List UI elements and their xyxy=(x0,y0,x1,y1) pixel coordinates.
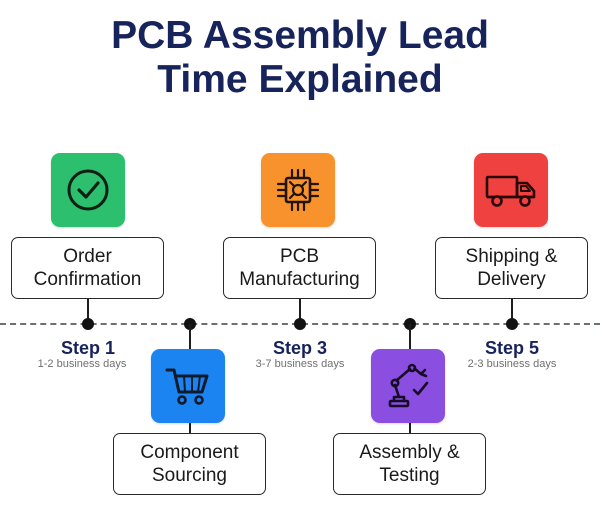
step-1-days: 1-2 business days xyxy=(37,358,127,370)
title-line-2: Time Explained xyxy=(157,58,443,101)
order-confirmation-label: Order Confirmation xyxy=(11,237,164,299)
assembly-testing-tile xyxy=(371,349,445,423)
step-5-title: Step 5 xyxy=(484,338,540,358)
chip-icon xyxy=(276,168,320,212)
stage-label-line: Component xyxy=(140,442,239,463)
timeline-dot-step-5 xyxy=(506,318,518,330)
component-sourcing-tile xyxy=(151,349,225,423)
timeline-dot-step-1 xyxy=(82,318,94,330)
shopping-cart-icon xyxy=(165,368,209,405)
stage-label-line: Testing xyxy=(379,465,440,486)
checkmark-circle-icon xyxy=(67,169,109,211)
connector-stem xyxy=(189,324,191,350)
stage-label-line: Shipping & xyxy=(465,246,558,267)
stage-label-line: Sourcing xyxy=(152,465,227,486)
title-line-1: PCB Assembly Lead xyxy=(111,14,489,57)
delivery-truck-icon xyxy=(485,175,536,207)
step-3-days: 3-7 business days xyxy=(255,358,345,370)
robot-arm-icon xyxy=(388,363,429,408)
connector-stem xyxy=(189,423,191,434)
pcb-manufacturing-tile xyxy=(261,153,335,227)
stage-label-line: PCB xyxy=(279,246,320,267)
stage-label-line: Order xyxy=(63,246,112,267)
connector-stem xyxy=(299,299,301,323)
assembly-testing-label: Assembly & Testing xyxy=(333,433,486,495)
shipping-delivery-label: Shipping & Delivery xyxy=(435,237,588,299)
connector-stem xyxy=(409,423,411,434)
stage-label-line: Delivery xyxy=(477,269,546,290)
pcb-manufacturing-label: PCB Manufacturing xyxy=(223,237,376,299)
page-title: PCB Assembly Lead Time Explained xyxy=(0,14,600,102)
component-sourcing-label: Component Sourcing xyxy=(113,433,266,495)
connector-stem xyxy=(87,299,89,323)
step-5-days: 2-3 business days xyxy=(467,358,557,370)
stage-label-line: Manufacturing xyxy=(239,269,360,290)
step-1-title: Step 1 xyxy=(60,338,116,358)
order-confirmation-tile xyxy=(51,153,125,227)
stage-label-line: Confirmation xyxy=(33,269,142,290)
step-3-title: Step 3 xyxy=(272,338,328,358)
timeline-dot-step-3 xyxy=(294,318,306,330)
connector-stem xyxy=(511,299,513,323)
stage-label-line: Assembly & xyxy=(359,442,460,463)
shipping-delivery-tile xyxy=(474,153,548,227)
connector-stem xyxy=(409,324,411,350)
